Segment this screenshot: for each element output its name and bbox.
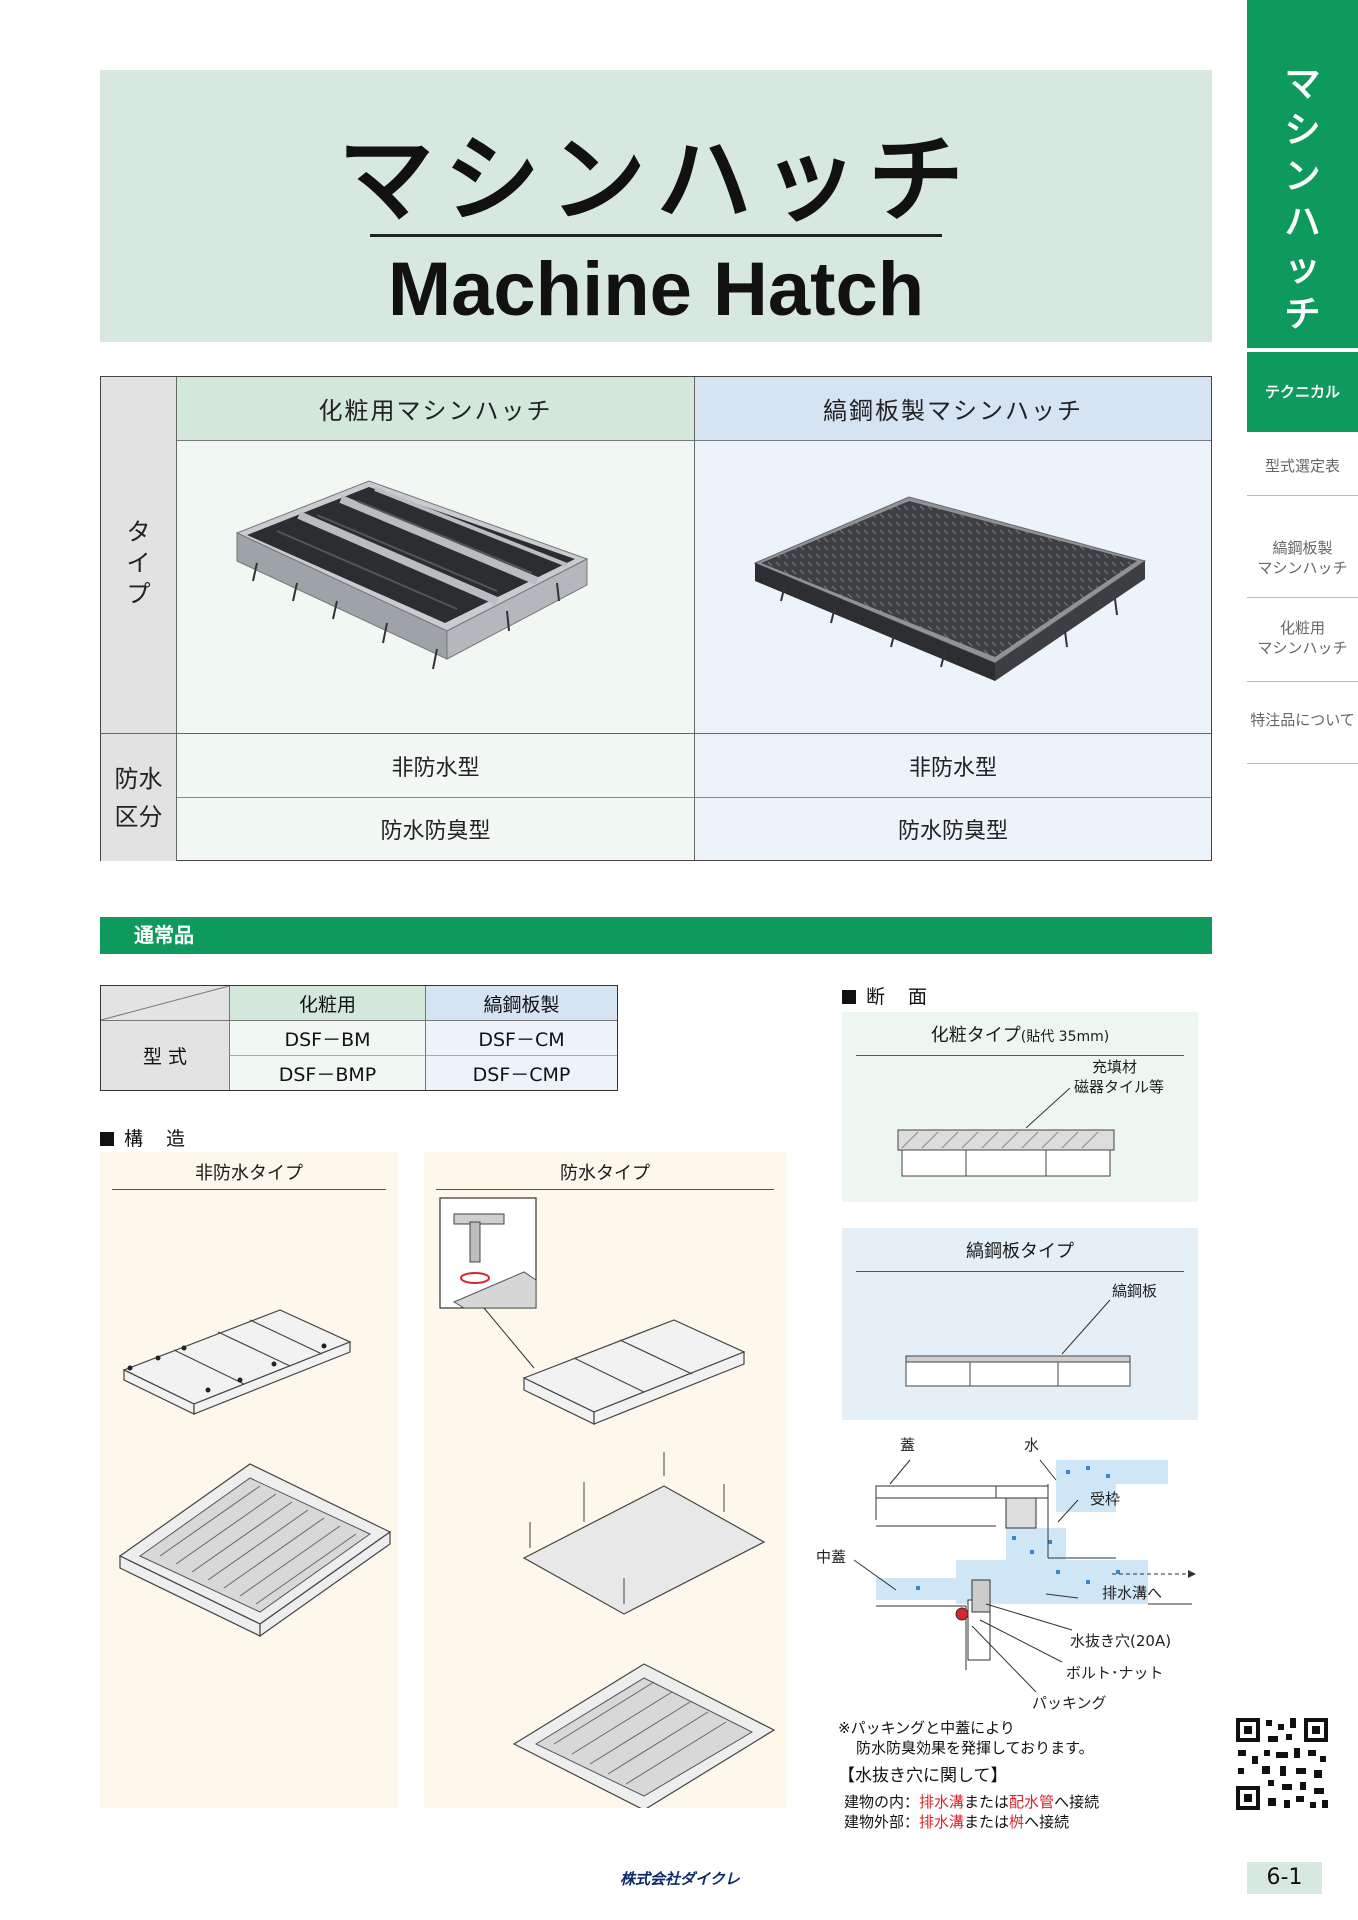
- cosmetic-hatch-image: [177, 441, 695, 733]
- sidebar-item-custom[interactable]: 特注品について: [1247, 700, 1358, 764]
- sidebar-heading: マ シ ン ハ ッ チ: [1247, 0, 1358, 348]
- label-checker-plate: 縞鋼板: [1112, 1282, 1158, 1300]
- type-table: タ イ プ 防水 区分 化粧用マシンハッチ 縞鋼板製マシンハッチ: [100, 376, 1212, 861]
- sidebar-heading-text: マ シ ン ハ ッ チ: [1284, 64, 1321, 335]
- waterproof-structure-panel: 防水タイプ: [424, 1152, 786, 1808]
- page-title-english: Machine Hatch: [387, 247, 925, 332]
- waterproof-drawing: [439, 1197, 776, 1808]
- model-cell: DSF－CM: [425, 1020, 617, 1055]
- cosmetic-section-title: 化粧タイプ(貼代 35mm): [856, 1022, 1184, 1056]
- section-heading: 断 面: [842, 982, 929, 1009]
- non-waterproof-structure-panel: 非防水タイプ: [100, 1152, 398, 1808]
- sidebar-tab-technical[interactable]: テクニカル: [1247, 352, 1358, 432]
- page-title: マシンハッチ: [338, 124, 974, 236]
- label-bolt-nut: ボルト･ナット: [1066, 1664, 1164, 1682]
- model-row-label: 型 式: [101, 1020, 229, 1090]
- label-water: 水: [1024, 1436, 1040, 1454]
- model-header-cosmetic: 化粧用: [229, 986, 425, 1020]
- checker-section-title: 縞鋼板タイプ: [856, 1238, 1184, 1272]
- sidebar-item-checker-plate[interactable]: 縞鋼板製 マシンハッチ: [1247, 520, 1358, 598]
- model-cell: DSF－CMP: [425, 1055, 617, 1090]
- qr-code-icon[interactable]: [1234, 1716, 1330, 1812]
- sidebar-item-cosmetic[interactable]: 化粧用 マシンハッチ: [1247, 600, 1358, 682]
- waterproof-title: 防水タイプ: [436, 1164, 774, 1190]
- checker-waterproof: 防水防臭型: [695, 797, 1211, 860]
- non-waterproof-drawing: [118, 1309, 392, 1638]
- sidebar-item-model-selection[interactable]: 型式選定表: [1247, 450, 1358, 496]
- section-bar-standard: 通常品: [100, 917, 1212, 954]
- structure-heading: 構 造: [100, 1124, 187, 1151]
- sidebar-divider: [1247, 350, 1358, 352]
- checker-hatch-image: [695, 441, 1211, 733]
- model-cell: DSF－BM: [229, 1020, 425, 1055]
- model-header-checker: 縞鋼板製: [425, 986, 617, 1020]
- drain-note-inside: 建物の内：排水溝または配水管へ接続: [844, 1793, 1100, 1811]
- page-number: 6-1: [1247, 1862, 1322, 1894]
- label-frame: 受枠: [1090, 1490, 1121, 1508]
- header-checker-plate: 縞鋼板製マシンハッチ: [695, 377, 1211, 441]
- label-filler: 充填材: [1092, 1058, 1138, 1076]
- packing-note-line1: ※パッキングと中蓋により: [838, 1719, 1015, 1737]
- title-band: マシンハッチ Machine Hatch: [100, 70, 1212, 342]
- drain-note-outside: 建物外部：排水溝または桝へ接続: [844, 1813, 1070, 1831]
- model-table: 化粧用 縞鋼板製 型 式 DSF－BM DSF－CM DSF－BMP DSF－C…: [100, 985, 618, 1091]
- label-inner-lid: 中蓋: [816, 1548, 847, 1566]
- waterproof-detail-drawing: 蓋 水 受枠 中蓋 排水溝へ 水抜き穴(20A) ボルト･ナット パッキング: [816, 1430, 1212, 1726]
- label-lid: 蓋: [900, 1436, 916, 1454]
- cosmetic-section-panel: 化粧タイプ(貼代 35mm) 充填材 磁器タイル等: [842, 1012, 1198, 1202]
- checker-nonwaterproof: 非防水型: [695, 733, 1211, 797]
- label-to-drain: 排水溝へ: [1102, 1584, 1163, 1602]
- non-waterproof-title: 非防水タイプ: [112, 1164, 386, 1190]
- checker-section-panel: 縞鋼板タイプ 縞鋼板: [842, 1228, 1198, 1420]
- label-tile: 磁器タイル等: [1074, 1078, 1165, 1096]
- row-label-type: タ イ プ: [101, 377, 177, 733]
- sidebar: マ シ ン ハ ッ チ テクニカル 型式選定表 縞鋼板製 マシンハッチ 化粧用 …: [1247, 0, 1358, 1920]
- label-drain-hole: 水抜き穴(20A): [1070, 1632, 1172, 1650]
- header-cosmetic: 化粧用マシンハッチ: [177, 377, 695, 441]
- diagonal-header-cell: [101, 986, 229, 1020]
- drain-note-heading: 【水抜き穴に関して】: [838, 1766, 1008, 1786]
- model-cell: DSF－BMP: [229, 1055, 425, 1090]
- cosmetic-waterproof: 防水防臭型: [177, 797, 695, 860]
- cosmetic-nonwaterproof: 非防水型: [177, 733, 695, 797]
- row-label-waterproof: 防水 区分: [101, 733, 177, 861]
- company-logo: 株式会社ダイクレ: [620, 1870, 740, 1888]
- title-divider: [370, 234, 942, 237]
- packing-note-line2: 防水防臭効果を発揮しております。: [856, 1739, 1094, 1757]
- label-packing: パッキング: [1032, 1694, 1107, 1712]
